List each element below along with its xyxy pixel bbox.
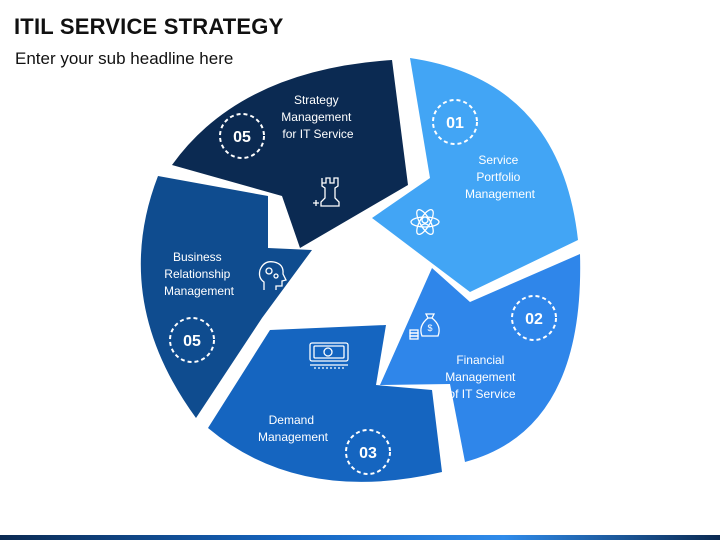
segment-2-number: 02	[525, 311, 543, 328]
segment-3-line-1: Demand	[269, 413, 314, 427]
footer-bar	[0, 535, 720, 540]
segment-1-line-1: Service	[478, 153, 518, 167]
segment-2-line-1: Financial	[456, 353, 504, 367]
segment-demand-management: 03 Demand Management	[208, 325, 442, 482]
svg-text:$: $	[427, 323, 432, 333]
segment-5-number-ring	[219, 113, 265, 159]
segment-1-shape	[372, 58, 578, 292]
segment-4-shape	[140, 176, 312, 418]
segment-3-shape	[208, 325, 442, 482]
segment-2-shape	[380, 254, 581, 462]
segment-5-line-2: Management	[281, 110, 352, 124]
segment-1-label: Service Portfolio Management	[465, 153, 536, 201]
segment-4-line-1: Business	[173, 250, 222, 264]
segment-1-line-2: Portfolio	[476, 170, 520, 184]
segment-4-number-ring	[169, 317, 215, 363]
segment-2-line-3: of IT Service	[448, 387, 515, 401]
segment-5-shape	[172, 60, 408, 248]
segment-2-label: Financial Management of IT Service	[445, 353, 518, 401]
segment-3-number-ring	[345, 429, 391, 475]
segment-2-line-2: Management	[445, 370, 516, 384]
page-title: ITIL SERVICE STRATEGY	[14, 14, 284, 39]
segment-1-number: 01	[446, 115, 464, 132]
segment-3-label: Demand Management	[258, 413, 329, 444]
segment-5-label: Strategy Management for IT Service	[281, 93, 354, 141]
segment-4-line-3: Management	[164, 284, 235, 298]
segment-service-portfolio: 01 Service Portfolio Management	[372, 58, 578, 292]
segment-strategy-management: 05 Strategy Management for IT Service	[172, 60, 408, 248]
segment-3-line-2: Management	[258, 430, 329, 444]
segment-5-line-1: Strategy	[294, 93, 339, 107]
segment-5-line-3: for IT Service	[282, 127, 353, 141]
segment-1-number-ring	[432, 99, 478, 145]
page-subtitle: Enter your sub headline here	[15, 49, 234, 68]
atom-person-icon	[410, 208, 440, 236]
cash-icon	[309, 342, 349, 369]
segment-3-number: 03	[359, 445, 377, 462]
segment-1-line-3: Management	[465, 187, 536, 201]
segment-4-line-2: Relationship	[164, 267, 230, 281]
segment-business-relationship: 05 Business Relationship Management	[140, 176, 312, 418]
segment-financial-management: 02 Financial Management of IT Service $	[380, 254, 581, 462]
chess-rook-icon	[313, 177, 340, 207]
segment-2-number-ring	[511, 295, 557, 341]
segment-4-number: 05	[183, 333, 201, 350]
segment-5-number: 05	[233, 129, 251, 146]
head-gears-icon	[258, 261, 287, 290]
segment-4-label: Business Relationship Management	[164, 250, 235, 298]
money-bag-icon: $	[409, 313, 440, 340]
